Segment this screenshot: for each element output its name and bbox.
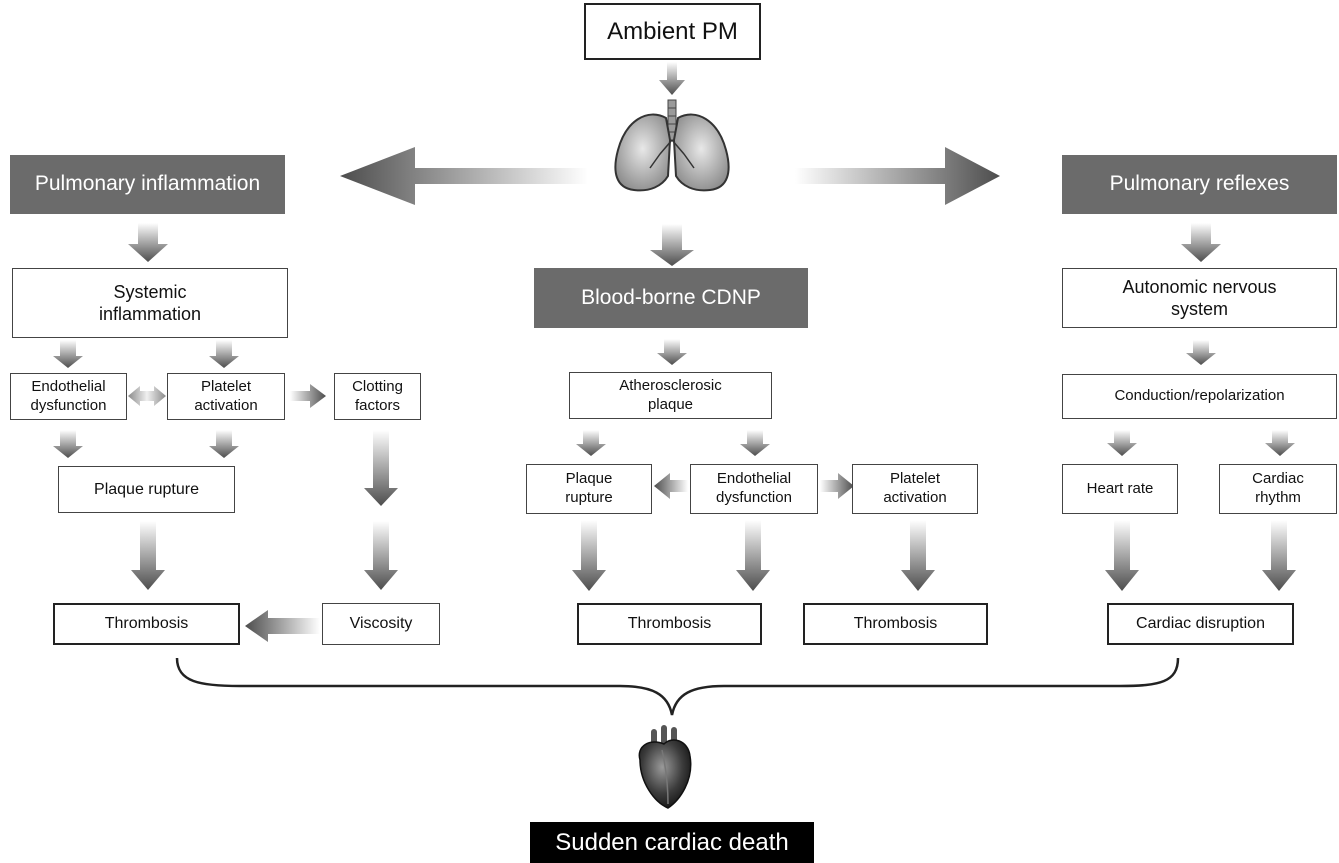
down-arrow [650, 224, 694, 266]
pulmonary-reflexes-box: Pulmonary reflexes [1062, 155, 1337, 214]
down-arrow [1186, 340, 1216, 365]
down-arrow [128, 223, 168, 262]
blood-borne-cdnp-box: Blood-borne CDNP [534, 268, 808, 328]
clotting-factors-box: Clotting factors [334, 373, 421, 420]
autonomic-nervous-system-box: Autonomic nervous system [1062, 268, 1337, 328]
atherosclerotic-plaque-box: Atherosclerosic plaque [569, 372, 772, 419]
right-arrow [290, 384, 326, 408]
heart-icon [638, 725, 692, 809]
down-arrow [901, 520, 935, 591]
thrombosis-box: Thrombosis [803, 603, 988, 645]
down-arrow [1265, 430, 1295, 456]
ambient-pm-box: Ambient PM [584, 3, 761, 60]
systemic-inflammation-box: Systemic inflammation [12, 268, 288, 338]
thrombosis-box: Thrombosis [53, 603, 240, 645]
down-arrow [53, 430, 83, 458]
conduction-repolarization-box: Conduction/repolarization [1062, 374, 1337, 419]
double-arrow [128, 386, 166, 406]
down-arrow [364, 521, 398, 590]
down-arrow [1107, 430, 1137, 456]
platelet-activation-box: Platelet activation [852, 464, 978, 514]
down-arrow [657, 339, 687, 365]
down-arrow [1262, 520, 1296, 591]
plaque-rupture-box: Plaque rupture [58, 466, 235, 513]
sudden-cardiac-death-box: Sudden cardiac death [530, 822, 814, 863]
arrows [53, 62, 1296, 642]
right-arrow [820, 473, 854, 499]
cardiac-rhythm-box: Cardiac rhythm [1219, 464, 1337, 514]
down-arrow [209, 430, 239, 458]
platelet-activation-box: Platelet activation [167, 373, 285, 420]
down-arrow [740, 430, 770, 456]
pulmonary-inflammation-box: Pulmonary inflammation [10, 155, 285, 214]
down-arrow [572, 520, 606, 591]
thrombosis-box: Thrombosis [577, 603, 762, 645]
down-arrow [131, 521, 165, 590]
left-arrow [245, 610, 320, 642]
right-big-arrow [795, 147, 1000, 205]
left-arrow [654, 473, 688, 499]
left-big-arrow [340, 147, 588, 205]
cardiac-disruption-box: Cardiac disruption [1107, 603, 1294, 645]
endothelial-dysfunction-box: Endothelial dysfunction [690, 464, 818, 514]
down-arrow [364, 430, 398, 506]
down-arrow [53, 340, 83, 368]
viscosity-box: Viscosity [322, 603, 440, 645]
down-arrow [1181, 223, 1221, 262]
lungs-icon [614, 99, 730, 192]
down-arrow [1105, 520, 1139, 591]
curly-brace [175, 657, 1180, 716]
endothelial-dysfunction-box: Endothelial dysfunction [10, 373, 127, 420]
down-arrow [736, 520, 770, 591]
down-arrow [576, 430, 606, 456]
plaque-rupture-box: Plaque rupture [526, 464, 652, 514]
down-arrow [659, 62, 685, 95]
heart-rate-box: Heart rate [1062, 464, 1178, 514]
down-arrow [209, 340, 239, 368]
